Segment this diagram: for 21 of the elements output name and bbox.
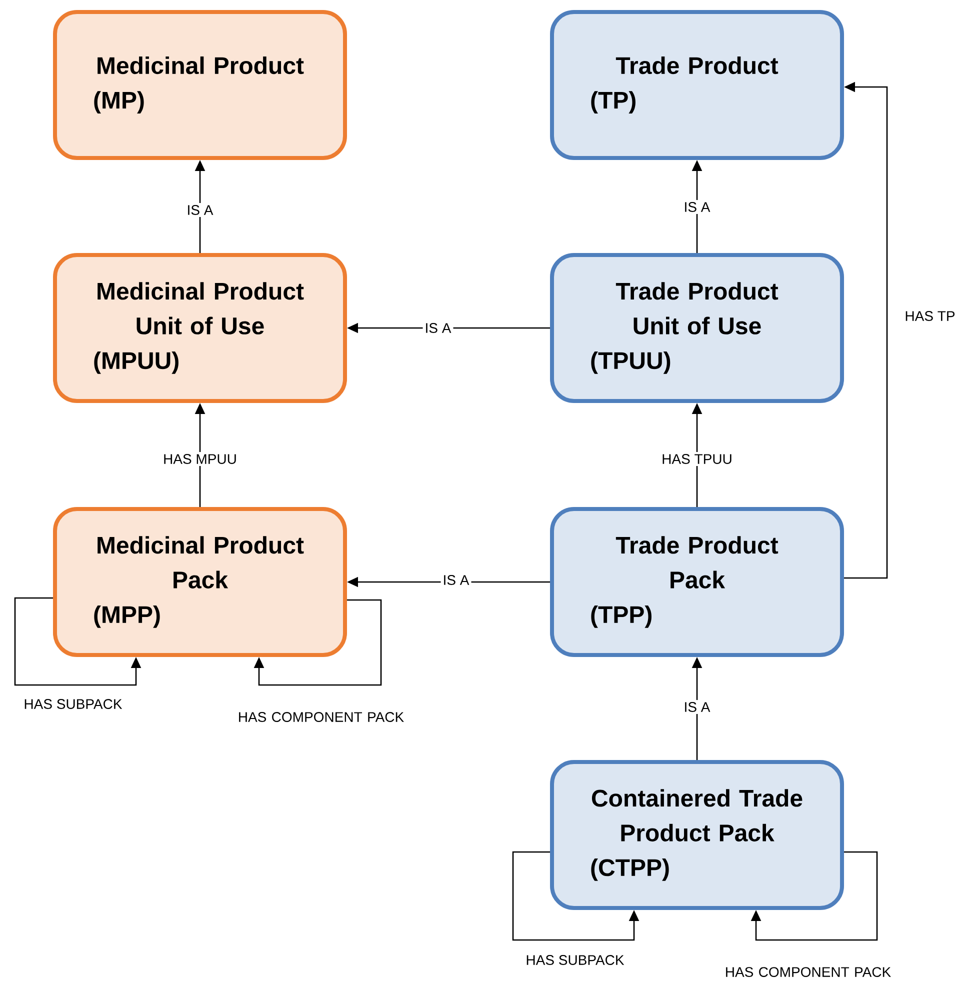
edge-label: HAS SUBPACK	[524, 953, 626, 967]
edge-label: HAS COMPONENT PACK	[234, 710, 408, 724]
edge-label: IS A	[422, 321, 454, 335]
concept-box: Trade Product (TP)	[550, 10, 844, 160]
concept-box: Trade Product Pack (TPP)	[550, 507, 844, 657]
edge-label: HAS TPUU	[660, 452, 734, 466]
edge-label: HAS COMPONENT PACK	[721, 965, 895, 979]
edge-label: IS A	[184, 203, 216, 217]
concept-box: Trade Product Unit of Use (TPUU)	[550, 253, 844, 403]
edge-label: IS A	[682, 200, 712, 214]
arrow	[254, 599, 382, 686]
concept-box: Medicinal Product (MP)	[53, 10, 347, 160]
edge-label: HAS SUBPACK	[22, 697, 124, 711]
arrow	[750, 851, 878, 941]
edge-label: HAS MPUU	[161, 452, 239, 466]
concept-box: Medicinal Product Unit of Use (MPUU)	[53, 253, 347, 403]
edge-label: HAS TP	[902, 309, 958, 323]
edge-label: IS A	[440, 573, 472, 587]
concept-box: Medicinal Product Pack (MPP)	[53, 507, 347, 657]
concept-box: Containered Trade Product Pack (CTPP)	[550, 760, 844, 910]
edge-label: IS A	[682, 700, 712, 714]
